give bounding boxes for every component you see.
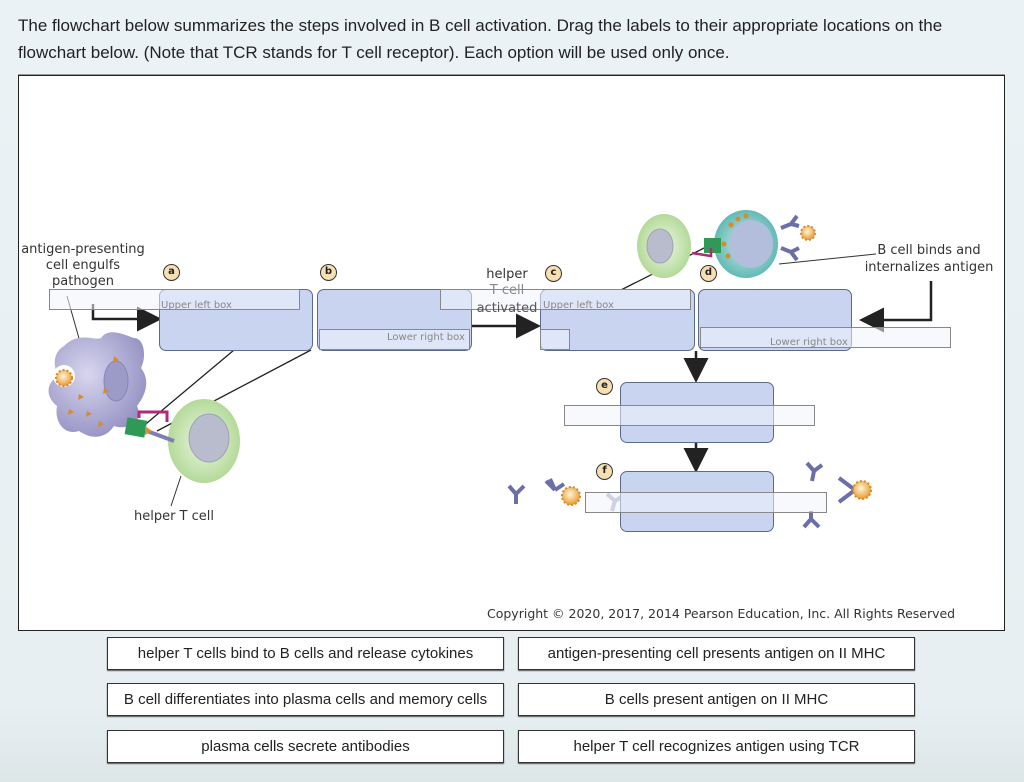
antigen-presenting-cell-icon bbox=[48, 332, 169, 438]
option-label[interactable]: helper T cell recognizes antigen using T… bbox=[518, 730, 915, 763]
option-label[interactable]: plasma cells secrete antibodies bbox=[107, 730, 504, 763]
pointer-line-b-cell bbox=[778, 253, 877, 265]
pathogen-icon bbox=[561, 486, 581, 506]
drop-zone-d[interactable] bbox=[700, 327, 951, 348]
pointer-line-helper-t bbox=[170, 475, 182, 507]
step-badge-e: e bbox=[596, 378, 613, 395]
label-b-cell-binds-line1: B cell binds and bbox=[877, 243, 981, 258]
option-label[interactable]: helper T cells bind to B cells and relea… bbox=[107, 637, 504, 670]
label-helper-t-activated-line1: helper bbox=[486, 267, 528, 282]
flowchart-figure: Upper left box Lower right box Upper lef… bbox=[18, 75, 1005, 631]
arrow-to-d bbox=[859, 281, 933, 333]
drop-hint-d: Lower right box bbox=[770, 337, 848, 348]
helper-t-cell-icon bbox=[145, 399, 240, 483]
drop-zone-c-overflow bbox=[540, 329, 570, 350]
helper-t-b-cell-complex-icon bbox=[637, 210, 816, 278]
step-badge-d: d bbox=[700, 265, 717, 282]
drop-zone-c[interactable] bbox=[440, 289, 691, 310]
label-helper-t-cell: helper T cell bbox=[133, 509, 215, 524]
drop-zone-e[interactable] bbox=[564, 405, 815, 426]
step-badge-a: a bbox=[163, 264, 180, 281]
drop-zone-a[interactable] bbox=[49, 289, 300, 310]
drop-hint-b: Lower right box bbox=[387, 332, 465, 343]
flowchart-drawing bbox=[48, 210, 933, 529]
step-badge-b: b bbox=[320, 264, 337, 281]
option-label[interactable]: B cell differentiates into plasma cells … bbox=[107, 683, 504, 716]
option-label[interactable]: antigen-presenting cell presents antigen… bbox=[518, 637, 915, 670]
step-badge-f: f bbox=[596, 463, 613, 480]
drop-hint-c: Upper left box bbox=[543, 300, 614, 311]
label-b-cell-binds-line2: internalizes antigen bbox=[864, 260, 994, 275]
option-label[interactable]: B cells present antigen on II MHC bbox=[518, 683, 915, 716]
pathogen-icon bbox=[852, 480, 872, 500]
pointer-line-a bbox=[140, 349, 235, 429]
label-helper-t-activated-line2: T cell bbox=[489, 283, 525, 298]
instructions-text: The flowchart below summarizes the steps… bbox=[18, 16, 943, 62]
drop-zone-f[interactable] bbox=[585, 492, 827, 513]
copyright-text: Copyright © 2020, 2017, 2014 Pearson Edu… bbox=[487, 606, 956, 621]
label-apc-engulfs-pathogen: antigen-presenting cell engulfs pathogen bbox=[21, 242, 145, 289]
step-badge-c: c bbox=[545, 265, 562, 282]
drop-zone-b[interactable] bbox=[319, 329, 470, 350]
label-helper-t-activated-line3: activated bbox=[476, 301, 538, 316]
drop-hint-a: Upper left box bbox=[161, 300, 232, 311]
